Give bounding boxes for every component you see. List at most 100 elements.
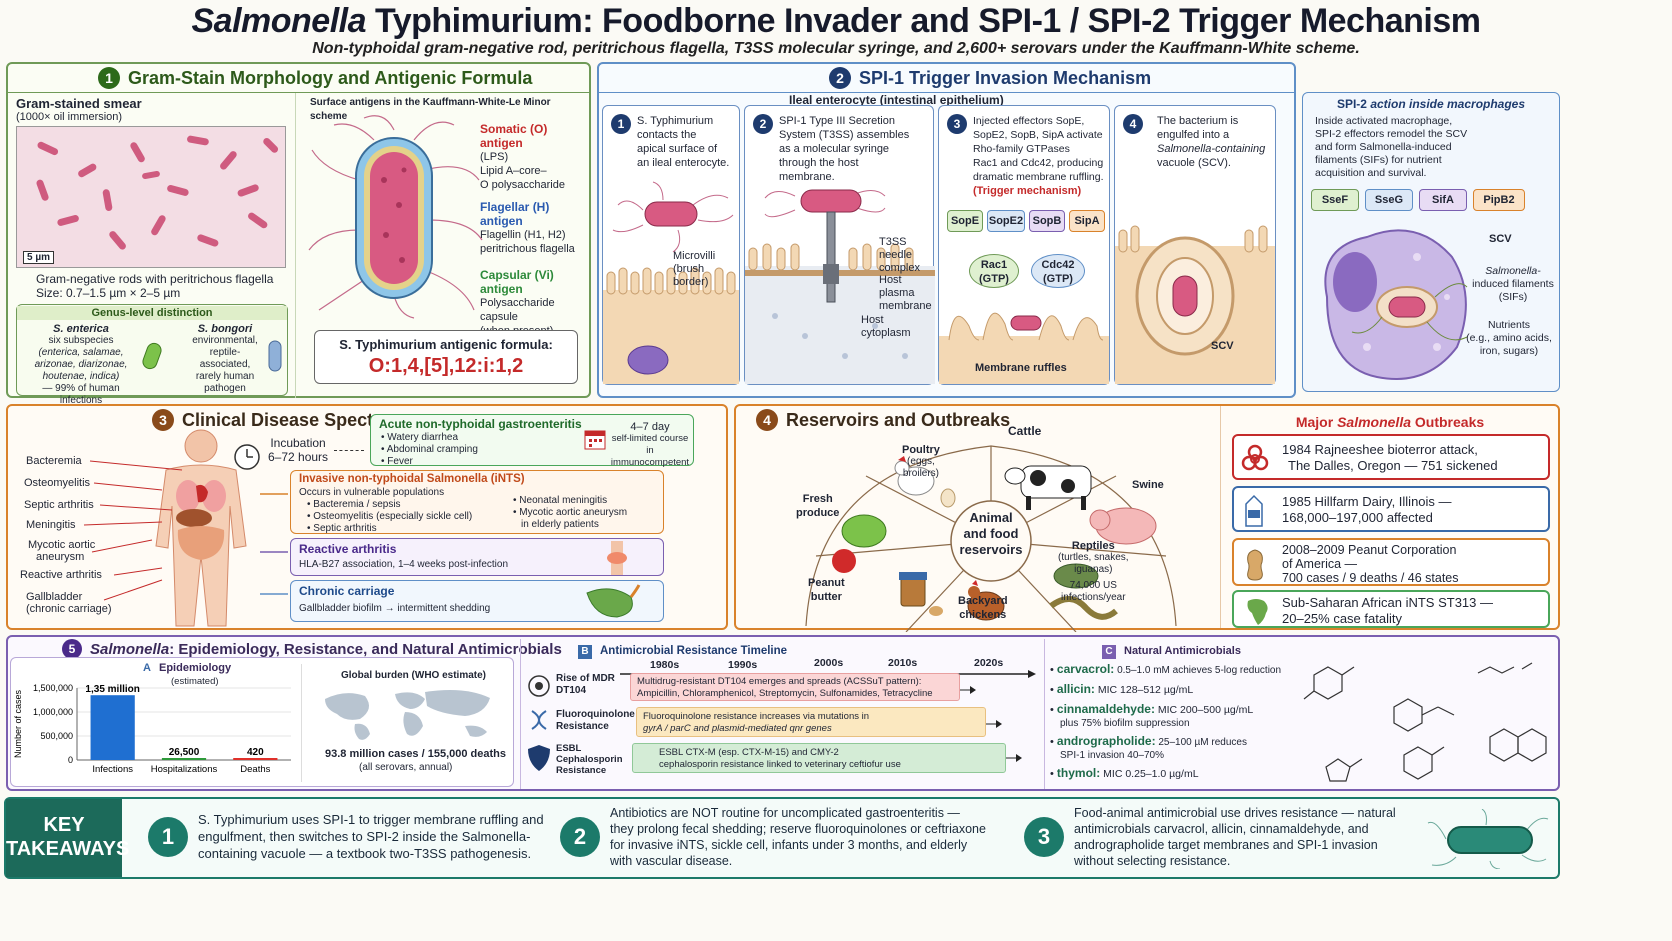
spi2-effector-chip: SifA: [1419, 189, 1467, 211]
step-text: S. Typhimurium: [637, 115, 714, 127]
smear-caption-2: Size: 0.7–1.5 µm × 2–5 µm: [36, 286, 181, 300]
natural-item: • carvacrol: 0.5–1.0 mM achieves 5-log r…: [1050, 662, 1282, 677]
scv-engulfment-icon: [1115, 225, 1275, 384]
natural-item: • thymol: MIC 0.25–1.0 µg/mL: [1050, 766, 1199, 781]
spi2-text: Inside activated macrophage,: [1315, 115, 1453, 127]
cytoplasm-label: Host cytoplasm: [861, 314, 911, 339]
amr-bar-fq: Fluoroquinolone resistance increases via…: [636, 707, 986, 737]
step-text: vacuole (SCV).: [1157, 157, 1231, 169]
bacterium-icon: [1427, 809, 1549, 869]
sif-label: induced filaments: [1472, 278, 1554, 290]
formula-title: S. Typhimurium antigenic formula:: [339, 337, 553, 352]
scv-label: SCV: [1211, 340, 1234, 352]
step-text: Rho-family GTPases: [973, 143, 1070, 155]
vi-antigen-title: Capsular (Vi) antigen: [480, 268, 554, 296]
poultry-icon: [894, 456, 956, 508]
o-antigen-title: Somatic (O) antigen: [480, 122, 548, 150]
acute-item: Watery diarrhea: [387, 432, 459, 443]
epi-letter: A: [143, 662, 151, 674]
outbreak-text: 168,000–197,000 affected: [1282, 510, 1433, 525]
enterica-line: houtenae, indica): [42, 371, 120, 382]
outbreak-text: 700 cases / 9 deaths / 46 states: [1282, 571, 1459, 585]
bongori-line: environmental,: [192, 335, 258, 346]
epi-sub: (estimated): [171, 676, 219, 687]
epi-title: Epidemiology: [159, 662, 232, 674]
blue-bacterium-icon: [268, 340, 282, 372]
gallbladder-icon: [586, 584, 641, 618]
amr-arrow: [986, 720, 1002, 728]
epidemiology-chart-box: A Epidemiology (estimated) Number of cas…: [10, 657, 514, 787]
milk-carton-icon: [1245, 494, 1263, 527]
antigenic-formula: O:1,4,[5],12:i:1,2: [368, 355, 524, 377]
amr-row-label: Rise of MDR: [556, 673, 615, 684]
amr-bar-mdr: Multidrug-resistant DT104 emerges and sp…: [630, 673, 960, 701]
effector-chip: SipA: [1069, 210, 1105, 232]
peanut-icon: [1247, 549, 1263, 581]
backyard-chicken-icon: [967, 580, 1005, 621]
outbreak-text: The Dalles, Oregon — 751 sickened: [1288, 458, 1498, 473]
enterica-line: six subspecies: [48, 335, 114, 346]
spi2-text: SPI-2 effectors remodel the SCV: [1315, 128, 1468, 140]
enterica-line: arizonae, diarizonae,: [34, 359, 128, 370]
body-leader-lines: [83, 460, 183, 601]
peanut-label: butter: [810, 591, 842, 603]
smear-rods-icon: [36, 135, 279, 250]
microvilli-label: Microvilli: [673, 250, 716, 262]
h-antigen-title: Flagellar (H) antigen: [480, 200, 550, 228]
reservoir-center: Animal: [969, 510, 1013, 525]
nat-letter: C: [1102, 645, 1116, 659]
backyard-label: chickens: [959, 609, 1007, 621]
genus-distinction-box: Genus-level distinction S. enterica six …: [16, 304, 288, 406]
acute-course: 4–7 day: [630, 421, 670, 433]
bar-value-label: 1,35 million: [85, 684, 139, 695]
x-tick-label: Infections: [92, 764, 133, 775]
body-label: (chronic carriage): [26, 603, 112, 615]
outbreak-text: 2008–2009 Peanut Corporation: [1282, 543, 1457, 557]
body-label: Reactive arthritis: [20, 569, 102, 581]
swine-label: Swine: [1132, 479, 1164, 491]
step-3-effectors: 3 Injected effectors SopE,SopE2, SopB, S…: [938, 105, 1110, 385]
smear-title: Gram-stained smear: [16, 96, 142, 111]
sif-label: Salmonella-: [1485, 265, 1541, 277]
step-number: 3: [947, 114, 967, 134]
clinical-arrows: [260, 493, 288, 595]
outbreak-text: of America —: [1282, 557, 1358, 571]
calendar-icon: [584, 430, 606, 450]
green-bacterium-icon: [142, 342, 162, 370]
shield-icon: [528, 745, 550, 771]
h-antigen-line: Flagellin (H1, H2): [480, 229, 566, 241]
enterica-name: S. enterica: [53, 323, 109, 335]
microvilli-label: (brush border): [673, 263, 709, 288]
backyard-label: Backyard: [958, 595, 1008, 607]
amr-row-label: Cephalosporin: [556, 754, 623, 765]
outbreaks-column: Major Salmonella Outbreaks 1984 Rajneesh…: [1222, 406, 1558, 628]
outbreaks-title: Major: [1295, 414, 1338, 430]
smear-caption-1: Gram-negative rods with peritrichous fla…: [36, 272, 274, 286]
human-body-icon: [155, 429, 247, 627]
body-label: Bacteremia: [26, 455, 82, 467]
takeaway-1: S. Typhimurium uses SPI-1 to trigger mem…: [198, 812, 544, 861]
decade-label: 2020s: [974, 657, 1004, 669]
step-text: SopE2, SopB, SipA activate: [973, 129, 1103, 141]
step-text: as a molecular syringe: [779, 143, 890, 155]
body-label: Osteomyelitis: [24, 477, 91, 489]
natural-antimicrobials: C Natural Antimicrobials • carvacrol: 0.…: [1044, 639, 1558, 789]
body-label: Septic arthritis: [24, 499, 94, 511]
ints-item: Bacteremia / sepsis: [313, 499, 401, 510]
amr-letter: B: [578, 645, 592, 659]
outbreak-text: 1985 Hillfarm Dairy, Illinois —: [1282, 494, 1452, 509]
step-text: membrane.: [779, 171, 835, 183]
chronic-carriage-box: Chronic carriage Gallbladder biofilm → i…: [290, 580, 664, 622]
reptiles-label: iguanas): [1074, 564, 1113, 575]
macrophage-icon: [1324, 229, 1468, 380]
step-text: apical surface of: [637, 143, 718, 155]
